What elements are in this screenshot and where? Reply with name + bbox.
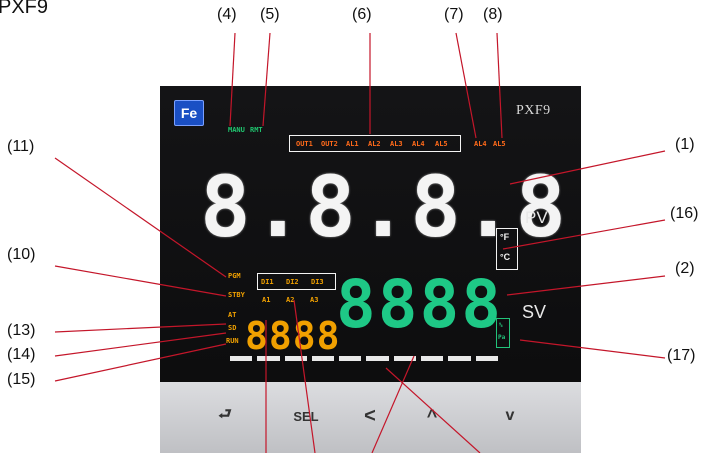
bar-segment [339, 355, 362, 361]
figure-title: PXF9 [0, 0, 48, 19]
al7-indicator: AL5 [493, 140, 506, 148]
bar-segment [475, 355, 498, 361]
callout-17: (17) [667, 347, 696, 364]
celsius-unit: °C [500, 252, 511, 262]
display-area: Fe PXF9 MANU RMT OUT1 OUT2 AL1 AL2 AL3 A… [160, 86, 581, 453]
callout-7: (7) [444, 6, 464, 23]
di1-indicator: DI1 [261, 278, 274, 286]
callout-6: (6) [352, 6, 372, 23]
callout-2: (2) [675, 260, 695, 277]
pv-label: PV [525, 208, 548, 227]
select-key[interactable]: SEL [293, 408, 319, 424]
al2-indicator: AL2 [368, 140, 381, 148]
bar-segment [284, 355, 307, 361]
manual-indicator: MANU [228, 126, 245, 134]
callout-11: (11) [7, 138, 35, 155]
callout-15: (15) [7, 371, 36, 388]
logo-text: Fe [180, 105, 198, 121]
pgm-indicator: PGM [228, 272, 241, 280]
at-indicator: AT [228, 311, 237, 319]
callout-16: (16) [670, 205, 699, 222]
callout-14: (14) [7, 346, 36, 363]
bar-segment [421, 355, 444, 361]
bar-graph [230, 355, 498, 361]
sv-unit-box [496, 318, 510, 348]
callout-4: (4) [217, 6, 237, 23]
a3-indicator: A3 [310, 296, 319, 304]
al1-indicator: AL1 [346, 140, 359, 148]
controller-panel: Fe PXF9 MANU RMT OUT1 OUT2 AL1 AL2 AL3 A… [160, 86, 581, 453]
callout-13: (13) [7, 322, 36, 339]
output-indicator-box [289, 135, 461, 152]
al4-indicator: AL4 [412, 140, 425, 148]
al3-indicator: AL3 [390, 140, 403, 148]
al6-indicator: AL4 [474, 140, 487, 148]
di-indicator-box [257, 273, 336, 290]
sv-label: SV [522, 302, 547, 322]
out2-indicator: OUT2 [321, 140, 338, 148]
figure-title-text: PXF9 [0, 0, 49, 18]
down-key[interactable]: v [505, 407, 515, 424]
bar-segment [311, 355, 335, 361]
brand-logo: Fe [174, 100, 204, 126]
run-indicator: RUN [226, 337, 239, 345]
al5-indicator: AL5 [435, 140, 448, 148]
percent-unit: % [499, 322, 503, 329]
pascal-unit: Pa [498, 334, 506, 341]
callout-10: (10) [7, 246, 36, 263]
fahrenheit-unit: °F [500, 232, 510, 242]
bar-segment [448, 355, 471, 361]
remote-indicator: RMT [250, 126, 263, 134]
di2-indicator: DI2 [286, 278, 299, 286]
sub-display: 8888 [245, 314, 341, 358]
callout-5: (5) [260, 6, 280, 23]
callout-8: (8) [483, 6, 503, 23]
bar-segment [257, 355, 280, 361]
sv-display: 8888 [336, 266, 503, 343]
standby-indicator: STBY [228, 291, 245, 299]
out1-indicator: OUT1 [296, 140, 313, 148]
di3-indicator: DI3 [311, 278, 324, 286]
sd-indicator: SD [228, 324, 237, 332]
enter-key[interactable]: ⮐ [218, 405, 232, 423]
callout-1: (1) [675, 136, 695, 153]
left-key[interactable]: < [364, 404, 376, 427]
model-name: PXF9 [516, 103, 551, 118]
keypad: ⮐ SEL < ^ v [160, 382, 581, 453]
a2-indicator: A2 [286, 296, 295, 304]
bar-segment [393, 355, 417, 361]
a1-indicator: A1 [262, 296, 271, 304]
bar-segment [230, 355, 253, 361]
bar-segment [366, 355, 389, 361]
up-key[interactable]: ^ [426, 405, 438, 426]
